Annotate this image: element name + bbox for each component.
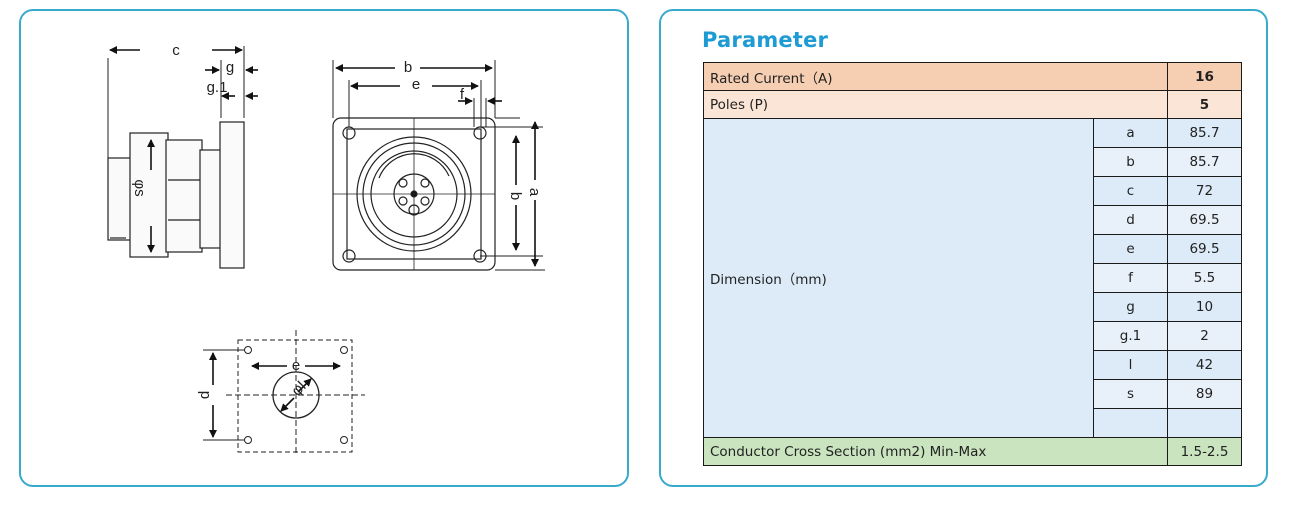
dimension-value: 72: [1167, 176, 1242, 206]
dimension-value: 85.7: [1167, 147, 1242, 177]
label-phi-s: φs: [131, 179, 148, 196]
dimension-key: a: [1093, 118, 1168, 148]
conductor-label: Conductor Cross Section (mm2) Min-Max: [703, 437, 1168, 466]
dimension-row: c 72: [704, 176, 1242, 206]
label-c: c: [172, 42, 180, 59]
dimension-key: f: [1093, 263, 1168, 293]
poles-label: Poles (P): [703, 90, 1168, 119]
dimension-value-empty: [1167, 408, 1242, 438]
label-g: g: [226, 59, 234, 76]
parameter-title: Parameter: [702, 28, 829, 52]
dimension-value: 69.5: [1167, 205, 1242, 235]
label-a: a: [526, 188, 543, 197]
parameter-table: Rated Current（A) 16 Poles (P) 5 Dimensio…: [703, 62, 1242, 466]
dimension-value: 10: [1167, 292, 1242, 322]
dimension-key: c: [1093, 176, 1168, 206]
dimension-row: f 5.5: [704, 263, 1242, 293]
dimension-row: l 42: [704, 350, 1242, 380]
side-dimensions: [109, 46, 258, 253]
label-b-side: b: [507, 192, 524, 200]
drawing-panel: [19, 9, 629, 487]
dimension-key: g.1: [1093, 321, 1168, 351]
dimension-row: b 85.7: [704, 147, 1242, 177]
dimension-row: s 89: [704, 379, 1242, 409]
dimension-label: Dimension（mm): [703, 118, 1094, 438]
row-conductor: Conductor Cross Section (mm2) Min-Max 1.…: [703, 437, 1242, 466]
dimension-value: 42: [1167, 350, 1242, 380]
technical-drawing: c g g.1 φs: [107, 42, 545, 455]
rated-current-label: Rated Current（A): [703, 62, 1168, 91]
dimension-row: Dimension（mm) a 85.7: [703, 118, 1242, 438]
front-dimensions: [335, 64, 539, 267]
label-g1: g.1: [207, 79, 228, 96]
label-f: f: [460, 86, 465, 103]
row-rated-current: Rated Current（A) 16: [703, 62, 1242, 91]
label-d-bottom: d: [196, 391, 213, 399]
dimension-value: 2: [1167, 321, 1242, 351]
dimension-key: e: [1093, 234, 1168, 264]
dimension-key: b: [1093, 147, 1168, 177]
label-e-bottom: e: [292, 357, 300, 374]
dimension-row-empty: [704, 408, 1242, 438]
dimension-row: d 69.5: [704, 205, 1242, 235]
side-view: [107, 46, 245, 269]
dimension-key: l: [1093, 350, 1168, 380]
dimension-row: g.1 2: [704, 321, 1242, 351]
dimension-key: g: [1093, 292, 1168, 322]
front-view: [332, 60, 545, 271]
dimension-value: 85.7: [1167, 118, 1242, 148]
dimension-value: 5.5: [1167, 263, 1242, 293]
cutout-dimensions: [209, 352, 341, 438]
rated-current-value: 16: [1167, 62, 1242, 91]
dimension-key-empty: [1093, 408, 1168, 438]
row-poles: Poles (P) 5: [703, 90, 1242, 119]
dimension-row: g 10: [704, 292, 1242, 322]
dimension-value: 89: [1167, 379, 1242, 409]
dimension-key: d: [1093, 205, 1168, 235]
poles-value: 5: [1167, 90, 1242, 119]
label-e: e: [412, 76, 420, 93]
cutout-view: [203, 330, 365, 455]
dimension-value: 69.5: [1167, 234, 1242, 264]
conductor-value: 1.5-2.5: [1167, 437, 1242, 466]
label-b: b: [404, 59, 412, 76]
label-phi-l: φl: [288, 378, 309, 399]
dimension-key: s: [1093, 379, 1168, 409]
